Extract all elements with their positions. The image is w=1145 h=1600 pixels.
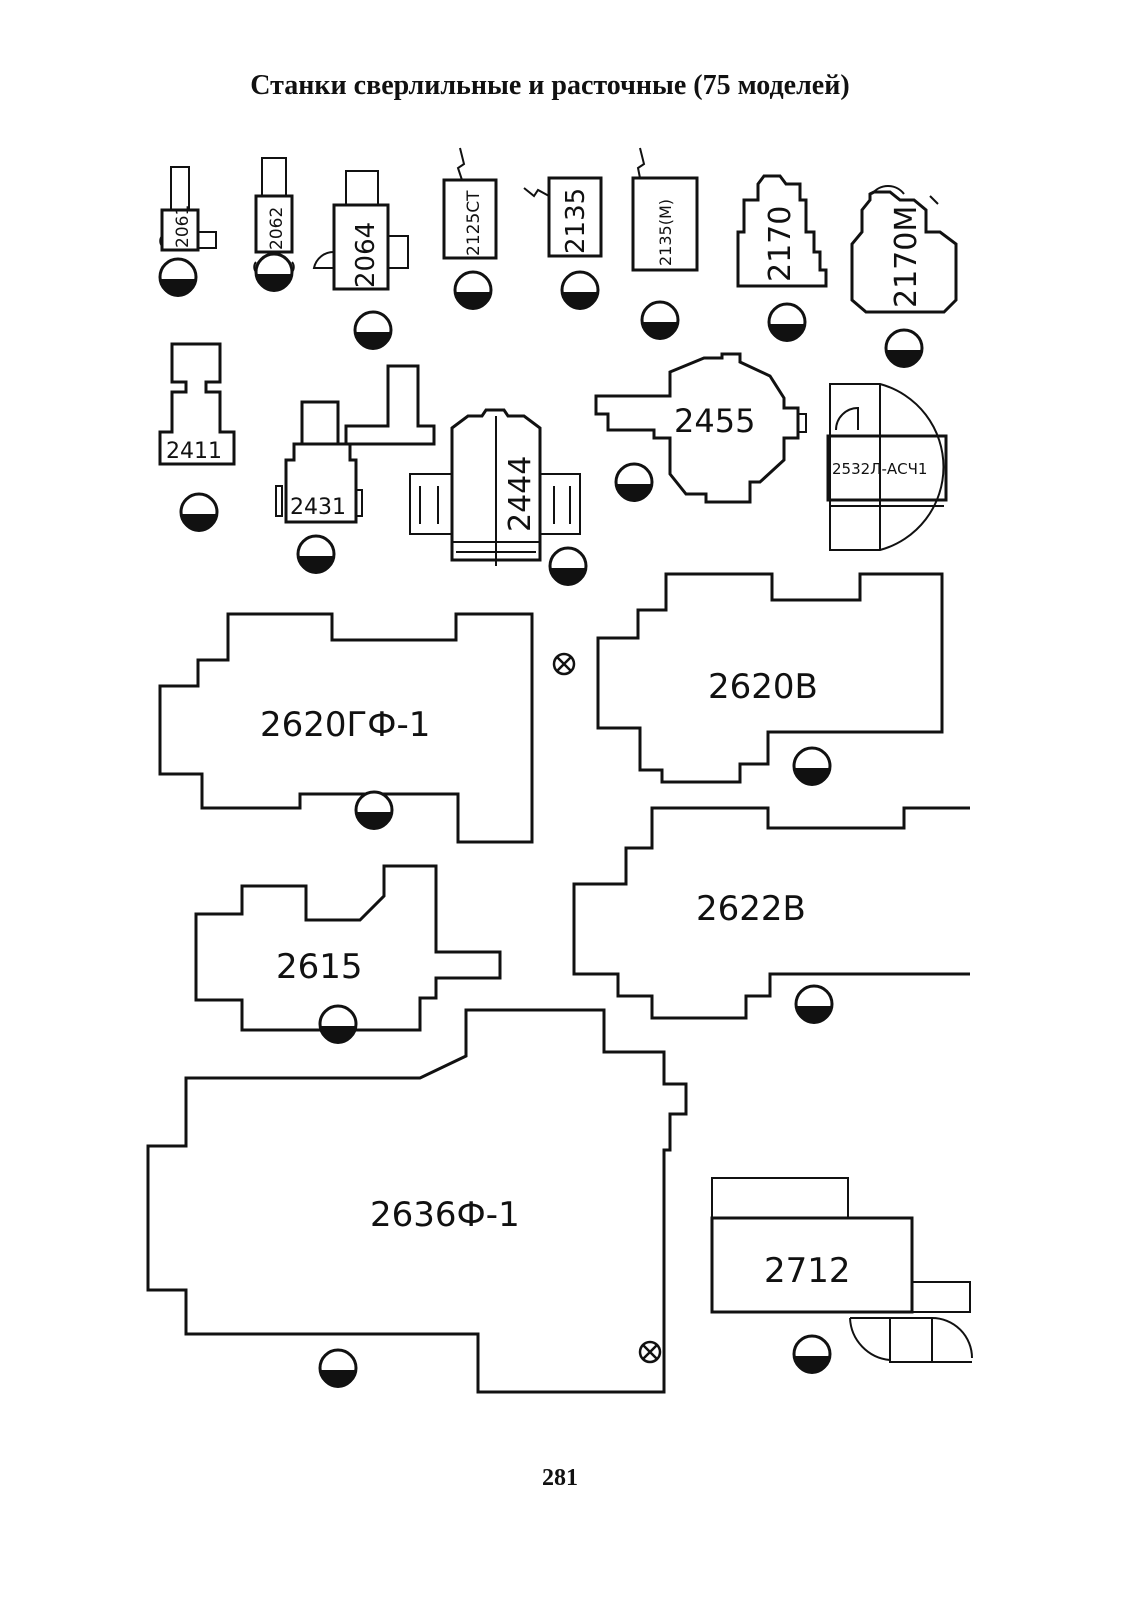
label-2064: 2064: [351, 222, 381, 288]
label-2170m: 2170М: [889, 206, 924, 308]
operator-position-icon: [453, 270, 493, 312]
operator-position-icon: [179, 492, 219, 534]
label-2455: 2455: [674, 402, 755, 440]
operator-position-icon: [353, 310, 393, 352]
label-2444: 2444: [503, 456, 538, 532]
operator-position-icon: [884, 328, 924, 370]
operator-position-icon: [767, 302, 807, 344]
machine-2125ct: 2125СТ: [442, 147, 498, 260]
operator-position-icon: [158, 257, 198, 299]
operator-position-icon: [614, 462, 654, 504]
machine-2615: 2615: [194, 864, 502, 1032]
operator-position-icon: [318, 1004, 358, 1046]
machine-2622v: 2622В: [572, 806, 970, 1020]
label-2532: 2532Л-АСЧ1: [832, 460, 927, 478]
machine-2135m: 2135(М): [631, 147, 699, 272]
machine-2064: 2064: [312, 170, 409, 291]
label-2636f1: 2636Ф-1: [370, 1195, 520, 1235]
operator-position-icon: [318, 1348, 358, 1390]
cross-marker-icon: [638, 1340, 662, 1364]
operator-position-icon: [296, 534, 336, 576]
label-2620v: 2620В: [708, 667, 818, 707]
machine-2431: 2431: [275, 364, 436, 524]
machine-2444: 2444: [409, 408, 581, 566]
machine-2620v: 2620В: [596, 572, 944, 784]
label-2061: 2061: [173, 205, 193, 248]
label-2620gf1: 2620ГФ-1: [260, 705, 430, 745]
machine-2712: 2712: [710, 1177, 973, 1363]
machine-2062: 2062: [253, 157, 295, 273]
page-number: 281: [542, 1465, 578, 1491]
label-2615: 2615: [276, 947, 363, 987]
operator-position-icon: [560, 270, 600, 312]
label-2135: 2135: [561, 188, 591, 254]
label-2170: 2170: [763, 206, 798, 282]
machine-2636f1: 2636Ф-1: [146, 1008, 688, 1394]
machine-2411: 2411: [158, 342, 236, 466]
machine-2455: 2455: [594, 352, 807, 504]
machine-2061: 2061: [159, 166, 217, 252]
machine-2620gf1: 2620ГФ-1: [158, 612, 534, 844]
machine-2170: 2170: [736, 174, 828, 288]
operator-position-icon: [792, 746, 832, 788]
machine-2170m: 2170М: [850, 185, 958, 314]
operator-position-icon: [792, 1334, 832, 1376]
operator-position-icon: [254, 252, 294, 294]
label-2411: 2411: [166, 439, 222, 464]
operator-position-icon: [548, 546, 588, 588]
label-2712: 2712: [764, 1251, 851, 1291]
machine-2135: 2135: [523, 176, 603, 258]
operator-position-icon: [640, 300, 680, 342]
operator-position-icon: [794, 984, 834, 1026]
label-2622v: 2622В: [696, 889, 806, 929]
cross-marker-icon: [552, 652, 576, 676]
page-title: Станки сверлильные и расточные (75 модел…: [250, 70, 850, 101]
operator-position-icon: [354, 790, 394, 832]
label-2125ct: 2125СТ: [464, 190, 484, 256]
label-2135m: 2135(М): [656, 199, 675, 266]
label-2431: 2431: [290, 495, 346, 520]
machine-2532: 2532Л-АСЧ1: [826, 383, 948, 551]
label-2062: 2062: [267, 207, 287, 250]
